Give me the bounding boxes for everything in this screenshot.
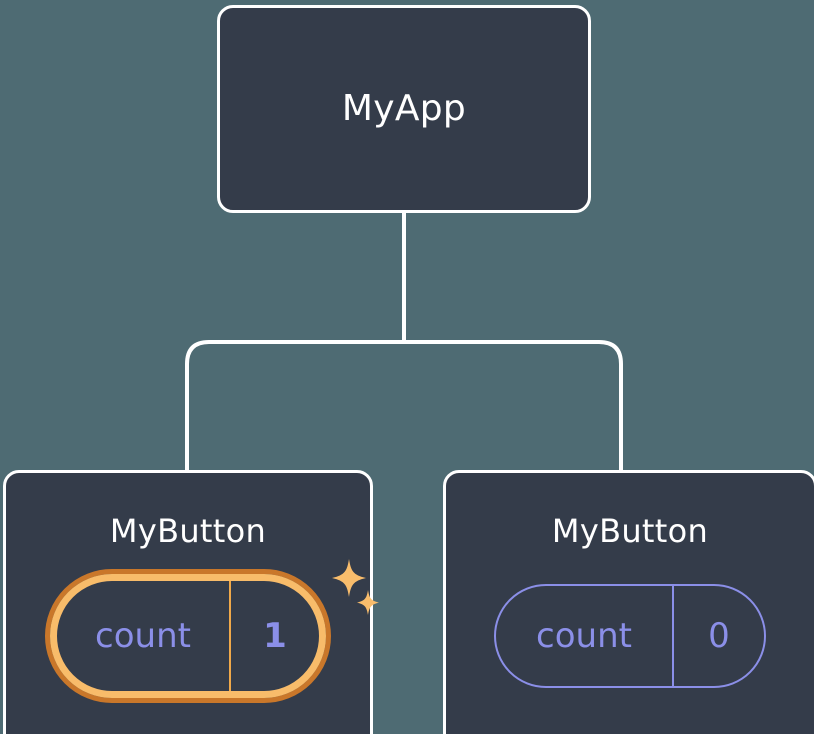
sparkle-icon — [357, 590, 379, 615]
node-title: MyButton — [551, 512, 709, 550]
node-mybutton-right[interactable]: MyButton count 0 — [443, 470, 814, 734]
node-myapp[interactable]: MyApp — [217, 5, 591, 213]
state-key: count — [57, 581, 231, 691]
node-title: MyApp — [341, 88, 467, 129]
node-title: MyButton — [109, 512, 267, 550]
node-mybutton-left[interactable]: MyButton count 1 — [3, 470, 379, 734]
state-pill-highlighted[interactable]: count 1 — [45, 569, 331, 703]
state-pill-wrap-right: count 0 — [494, 584, 766, 688]
state-key: count — [496, 586, 674, 686]
state-value: 0 — [708, 616, 730, 656]
state-pill[interactable]: count 0 — [494, 584, 766, 688]
sparkles-group — [332, 559, 379, 615]
state-value: 1 — [263, 616, 287, 656]
state-pill-wrap-left: count 1 — [45, 559, 379, 703]
sparkle-icon — [332, 559, 366, 597]
connector-branch — [185, 340, 623, 472]
